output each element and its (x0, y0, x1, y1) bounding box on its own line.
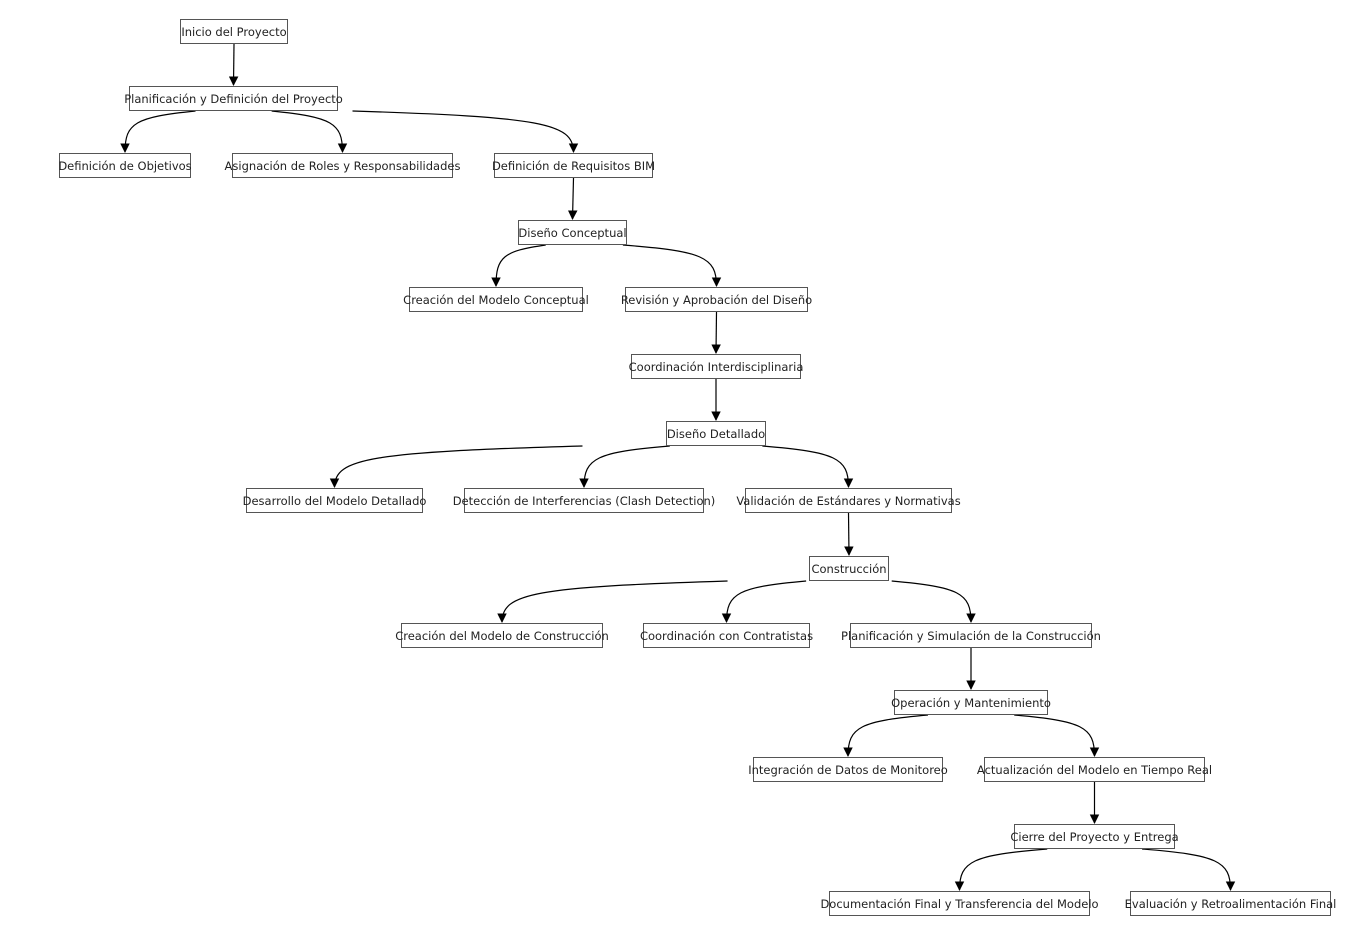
node-n3: Definición de Objetivos (58, 153, 192, 178)
node-n16: Coordinación con Contratistas (640, 623, 813, 648)
edge-n6-n7 (491, 244, 546, 287)
node-n7: Creación del Modelo Conceptual (403, 287, 589, 312)
node-n23: Evaluación y Retroalimentación Final (1125, 891, 1336, 916)
edge-n5-n6 (567, 177, 578, 220)
edge-n14-n16 (721, 580, 807, 623)
edge-n13-n14 (844, 512, 854, 556)
edge-n10-n12 (579, 445, 670, 488)
edge-n10-n13 (762, 445, 854, 488)
node-n2: Planificación y Definición del Proyecto (124, 86, 343, 111)
edge-n18-n19 (843, 714, 929, 757)
node-n21: Cierre del Proyecto y Entrega (1010, 824, 1179, 849)
edge-n10-n11 (329, 445, 583, 488)
node-n12: Detección de Interferencias (Clash Detec… (453, 488, 715, 513)
node-n9: Coordinación Interdisciplinaria (629, 354, 803, 379)
node-n19: Integración de Datos de Monitoreo (748, 757, 948, 782)
edge-n2-n3 (120, 110, 196, 153)
edge-n14-n15 (497, 580, 728, 623)
node-n22: Documentación Final y Transferencia del … (820, 891, 1099, 916)
node-n17: Planificación y Simulación de la Constru… (841, 623, 1101, 648)
edge-n21-n23 (1142, 848, 1236, 891)
node-n15: Creación del Modelo de Construcción (395, 623, 609, 648)
node-n4: Asignación de Roles y Responsabilidades (225, 153, 460, 178)
node-n18: Operación y Mantenimiento (891, 690, 1051, 715)
edge-n1-n2 (228, 43, 239, 86)
node-n20: Actualización del Modelo en Tiempo Real (977, 757, 1212, 782)
edge-n2-n4 (271, 110, 348, 153)
node-n13: Validación de Estándares y Normativas (736, 488, 961, 513)
edge-n21-n22 (954, 848, 1048, 891)
edge-n6-n8 (622, 244, 722, 287)
edge-n18-n20 (1014, 714, 1100, 757)
node-n10: Diseño Detallado (666, 421, 766, 446)
node-n8: Revisión y Aprobación del Diseño (621, 287, 812, 312)
node-n11: Desarrollo del Modelo Detallado (243, 488, 426, 513)
node-n6: Diseño Conceptual (518, 220, 627, 245)
edge-n2-n5 (352, 110, 579, 153)
edge-n14-n17 (891, 580, 976, 623)
edge-n8-n9 (711, 311, 721, 354)
node-n1: Inicio del Proyecto (180, 19, 288, 44)
node-n5: Definición de Requisitos BIM (492, 153, 655, 178)
node-n14: Construcción (809, 556, 889, 581)
